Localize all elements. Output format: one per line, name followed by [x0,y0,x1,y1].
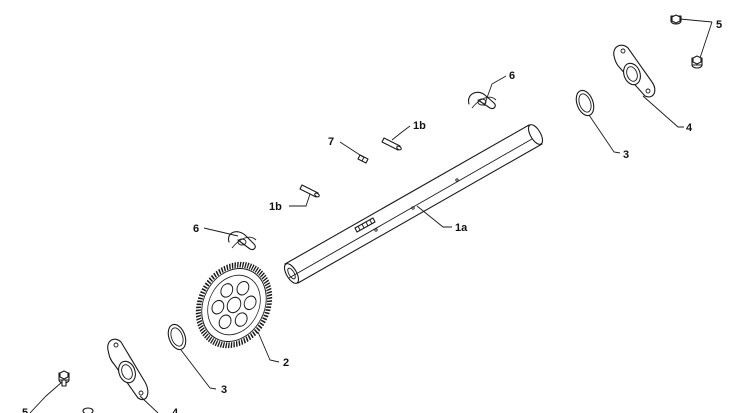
shaft-part-1a [283,124,544,284]
key-part-7 [357,154,369,164]
callout-2: 2 [283,357,289,369]
hairpin-clip-part-6-top [467,91,497,110]
callout-5-bottom: 5 [22,407,28,413]
washer-part-3-left [167,323,187,351]
callout-1a: 1a [455,222,468,234]
leader-lines [29,18,713,413]
callout-3-left: 3 [221,384,227,396]
screw-part-5-bottom-partial [82,407,94,413]
flange-bearing-part-4-right [613,44,656,98]
callout-6-left: 6 [193,223,199,235]
callout-labels: 5 6 4 3 1b 7 1b 1a 6 2 3 5 4 [22,19,722,413]
callout-3-right: 3 [623,149,629,161]
screw-part-5-top-a [670,14,682,25]
callout-6-top: 6 [509,70,515,82]
callout-4-right: 4 [686,122,693,134]
callout-4-left: 4 [172,407,179,413]
callout-5-top: 5 [716,19,722,31]
callout-1b-mid: 1b [269,201,282,213]
flange-bearing-part-4-left [107,338,149,400]
gear-part-2 [195,261,273,349]
pin-part-1b-top [381,137,402,151]
callout-1b-top: 1b [413,120,426,132]
shaft-keyway [354,217,376,233]
washer-part-3-right [575,89,595,117]
screw-part-5-top-b [691,55,703,69]
callout-7: 7 [328,136,334,148]
pin-part-1b-mid [299,184,320,198]
screw-part-5-bottom [58,370,70,387]
